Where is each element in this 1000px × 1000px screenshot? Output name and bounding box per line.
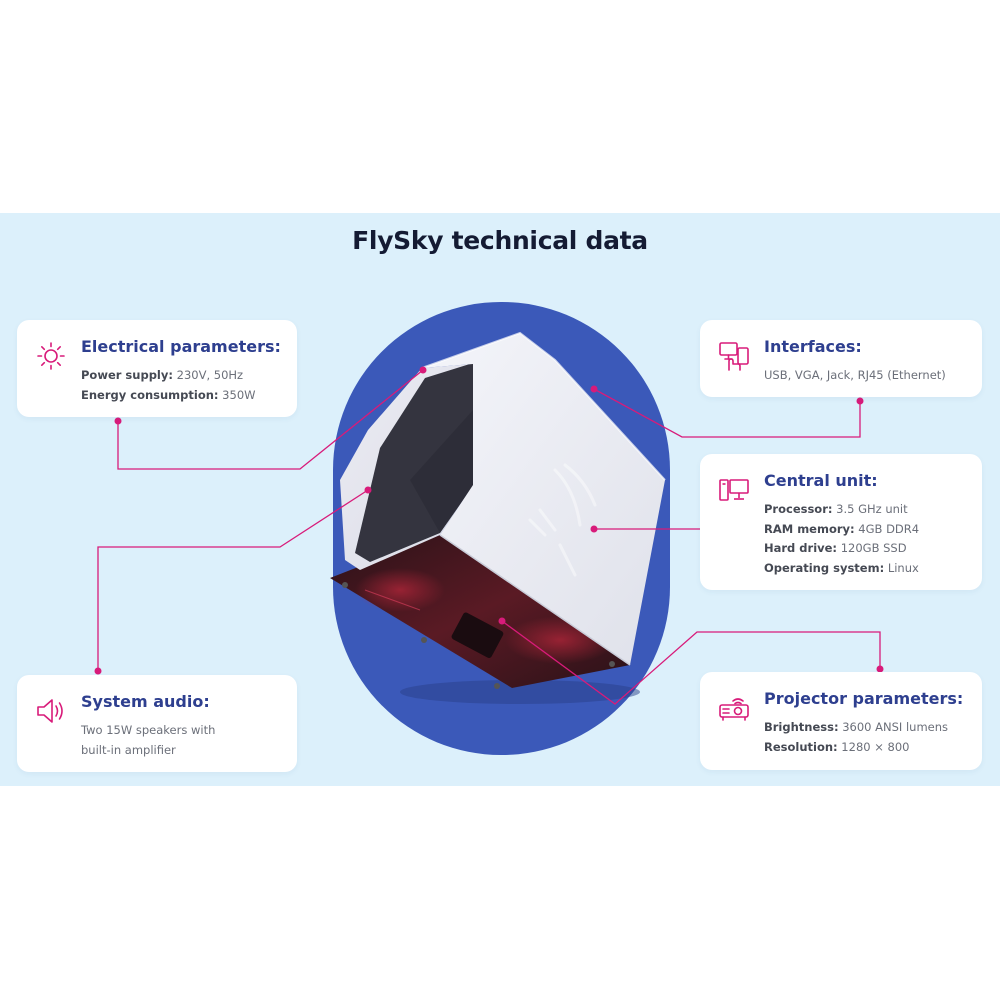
- processor-label: Processor:: [764, 502, 833, 516]
- audio-line-2: built-in amplifier: [81, 742, 176, 757]
- hard-drive-value: 120GB SSD: [837, 541, 907, 555]
- energy-consumption-label: Energy consumption:: [81, 387, 219, 402]
- hard-drive-row: Hard drive: 120GB SSD: [764, 539, 919, 559]
- resolution-row: Resolution: 1280 × 800: [764, 738, 948, 758]
- processor-value: 3.5 GHz unit: [832, 502, 908, 516]
- central-unit-card: Central unit: Processor: 3.5 GHz unit RA…: [700, 454, 982, 590]
- energy-consumption-row: Energy consumption: 350W: [81, 386, 256, 406]
- power-supply-label: Power supply:: [81, 368, 173, 382]
- ram-label: RAM memory:: [764, 521, 855, 536]
- projector-icon: [718, 692, 750, 724]
- interfaces-list: USB, VGA, Jack, RJ45 (Ethernet): [764, 368, 946, 382]
- interfaces-card: Interfaces: USB, VGA, Jack, RJ45 (Ethern…: [700, 320, 982, 397]
- speaker-icon: [35, 695, 67, 727]
- system-audio-card: System audio: Two 15W speakers with buil…: [17, 675, 297, 772]
- brightness-value: 3600 ANSI lumens: [838, 720, 949, 734]
- projector-parameters-card: Projector parameters: Brightness: 3600 A…: [700, 672, 982, 770]
- devices-touch-icon: [718, 340, 750, 372]
- os-label: Operating system:: [764, 560, 885, 575]
- interfaces-title: Interfaces:: [764, 337, 862, 356]
- system-audio-title: System audio:: [81, 692, 210, 711]
- hard-drive-label: Hard drive:: [764, 541, 838, 555]
- energy-consumption-value: 350W: [218, 387, 256, 402]
- electrical-parameters-title: Electrical parameters:: [81, 337, 281, 356]
- ram-value: 4GB DDR4: [854, 521, 920, 536]
- audio-line-1: Two 15W speakers with: [81, 723, 216, 737]
- projector-parameters-title: Projector parameters:: [764, 689, 964, 708]
- page-title: FlySky technical data: [352, 226, 648, 255]
- ram-row: RAM memory: 4GB DDR4: [764, 520, 919, 540]
- resolution-label: Resolution:: [764, 739, 838, 754]
- os-value: Linux: [884, 560, 919, 575]
- electrical-parameters-card: Electrical parameters: Power supply: 230…: [17, 320, 297, 417]
- central-unit-title: Central unit:: [764, 471, 878, 490]
- power-supply-row: Power supply: 230V, 50Hz: [81, 366, 256, 386]
- power-supply-value: 230V, 50Hz: [172, 368, 244, 382]
- sun-icon: [35, 340, 67, 372]
- processor-row: Processor: 3.5 GHz unit: [764, 500, 919, 520]
- os-row: Operating system: Linux: [764, 559, 919, 579]
- computer-icon: [718, 474, 750, 506]
- brightness-label: Brightness:: [764, 720, 839, 734]
- brightness-row: Brightness: 3600 ANSI lumens: [764, 718, 948, 738]
- resolution-value: 1280 × 800: [837, 739, 910, 754]
